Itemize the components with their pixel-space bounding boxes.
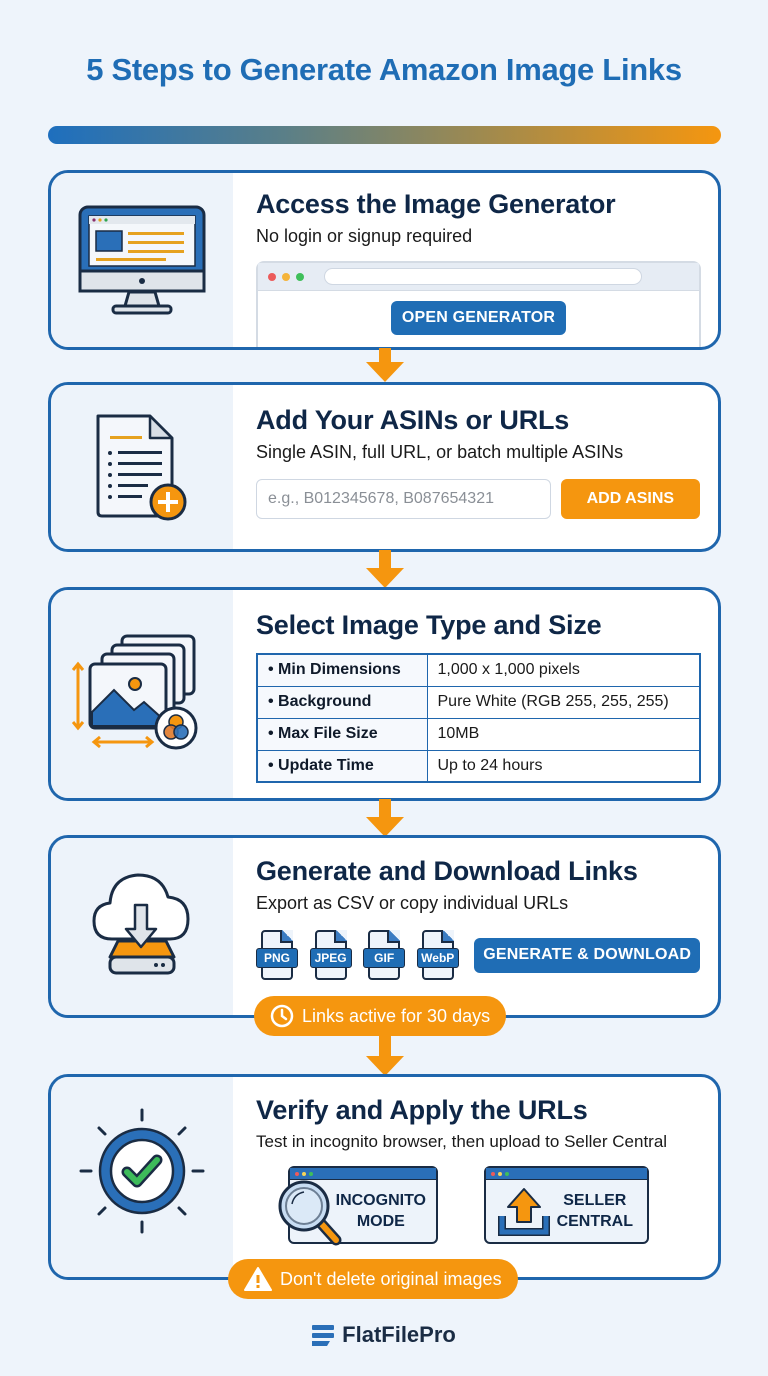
clock-icon (270, 1004, 294, 1028)
generate-download-button[interactable]: GENERATE & DOWNLOAD (474, 937, 701, 973)
step-4-subtitle: Export as CSV or copy individual URLs (256, 893, 569, 913)
step-1-subtitle: No login or signup required (256, 226, 473, 246)
step-1-title: Access the Image Generator (256, 189, 616, 219)
spec-label: • Max File Size (256, 717, 428, 751)
gif-file-icon: GIF (363, 930, 406, 980)
webp-file-icon: WebP (416, 930, 459, 980)
gradient-divider (48, 126, 721, 144)
spec-label: • Background (256, 685, 428, 719)
step-3-title: Select Image Type and Size (256, 610, 602, 640)
spec-value: Pure White (RGB 255, 255, 255) (426, 685, 701, 719)
page-title: 5 Steps to Generate Amazon Image Links (86, 52, 682, 87)
flow-arrow-3 (366, 799, 404, 837)
document-add-icon (96, 414, 187, 521)
format-label: PNG (256, 948, 298, 968)
spec-label: • Update Time (256, 749, 428, 783)
links-active-badge: Links active for 30 days (254, 996, 507, 1036)
jpeg-file-icon: JPEG (309, 930, 352, 980)
image-stack-resize-icon (72, 634, 198, 749)
table-row: • Max File Size 10MB (256, 717, 701, 751)
add-asins-button[interactable]: ADD ASINS (560, 479, 700, 519)
step-4-title: Generate and Download Links (256, 856, 638, 886)
desktop-monitor-icon (78, 205, 206, 315)
flow-arrow-1 (366, 348, 404, 382)
png-file-icon: PNG (256, 930, 298, 980)
browser-toolbar (258, 263, 699, 291)
warning-text: Don't delete original images (280, 1268, 502, 1289)
step-2-card: Add Your ASINs or URLs Single ASIN, full… (48, 382, 721, 552)
upload-icon (498, 1188, 550, 1236)
maximize-dot-icon (296, 272, 304, 281)
step-5-icon-panel (51, 1077, 233, 1277)
check-circle-icon (79, 1108, 205, 1234)
address-bar[interactable] (324, 268, 642, 285)
format-label: WebP (416, 948, 459, 968)
step-2-subtitle: Single ASIN, full URL, or batch multiple… (256, 442, 624, 462)
step-5-title: Verify and Apply the URLs (256, 1095, 588, 1125)
open-generator-button[interactable]: OPEN GENERATOR (391, 301, 566, 335)
table-row: • Update Time Up to 24 hours (256, 749, 701, 783)
magnifier-icon (278, 1180, 342, 1246)
spec-value: 1,000 x 1,000 pixels (426, 653, 701, 687)
step-2-icon-panel (51, 385, 233, 549)
step-1-card: Access the Image Generator No login or s… (48, 170, 721, 350)
flatfilepro-logo-icon (312, 1325, 335, 1346)
close-dot-icon (268, 272, 276, 281)
warning-icon (244, 1267, 272, 1291)
browser-mockup: OPEN GENERATOR (256, 261, 701, 347)
step-4-icon-panel (51, 838, 233, 1015)
spec-value: 10MB (426, 717, 701, 751)
table-row: • Background Pure White (RGB 255, 255, 2… (256, 685, 701, 719)
step-5-card: Verify and Apply the URLs Test in incogn… (48, 1074, 721, 1280)
spec-label: • Min Dimensions (256, 653, 428, 687)
links-active-text: Links active for 30 days (302, 1005, 491, 1026)
asin-input[interactable] (256, 479, 551, 519)
flow-arrow-2 (366, 550, 404, 588)
spec-value: Up to 24 hours (426, 749, 701, 783)
cloud-download-icon (92, 873, 190, 974)
specs-table: • Min Dimensions 1,000 x 1,000 pixels • … (256, 653, 701, 783)
minimize-dot-icon (282, 272, 290, 281)
warning-badge: Don't delete original images (228, 1259, 518, 1299)
step-3-icon-panel (51, 590, 233, 798)
flow-arrow-4 (366, 1036, 404, 1076)
step-3-card: Select Image Type and Size • Min Dimensi… (48, 587, 721, 801)
footer: FlatFilePro (0, 1322, 768, 1348)
step-4-card: Generate and Download Links Export as CS… (48, 835, 721, 1018)
step-1-icon-panel (51, 173, 233, 347)
table-row: • Min Dimensions 1,000 x 1,000 pixels (256, 653, 701, 687)
step-2-title: Add Your ASINs or URLs (256, 405, 570, 435)
format-label: GIF (363, 948, 406, 968)
brand-name: FlatFilePro (342, 1322, 456, 1347)
step-5-subtitle: Test in incognito browser, then upload t… (256, 1132, 668, 1151)
format-label: JPEG (309, 948, 352, 968)
